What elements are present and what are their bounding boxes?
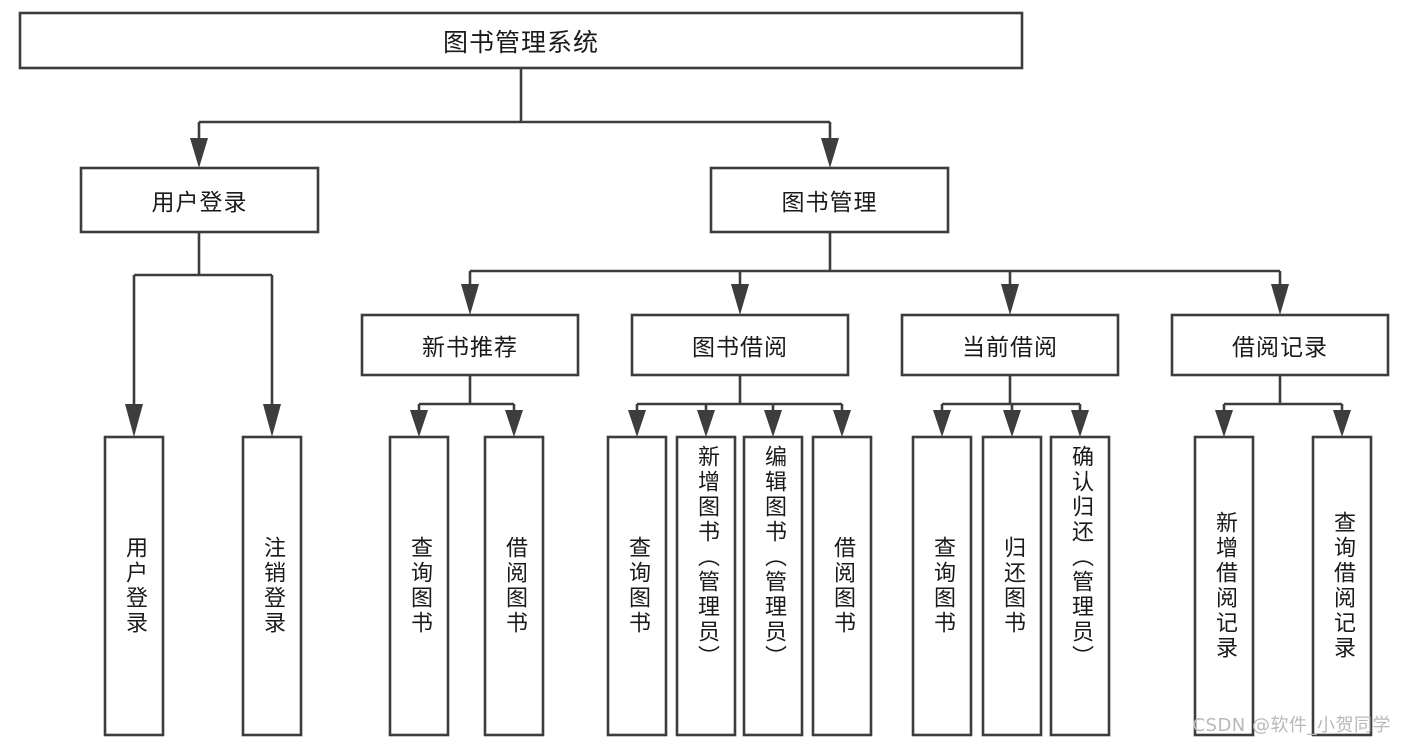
arrow-head-userlogin-leaf-1: [125, 404, 143, 437]
node-leaf-logout[interactable]: [241, 435, 303, 737]
node-book-borrow[interactable]: [630, 313, 850, 377]
connector-group-borrowrecord-to-leaves: [1215, 375, 1351, 437]
node-leaf-add-book-admin[interactable]: [675, 435, 737, 737]
node-leaf-edit-book-admin[interactable]: [742, 435, 804, 737]
arrow-head-borrowbook-leaf-4: [833, 410, 851, 437]
arrow-head-borrowrecord-leaf-2: [1333, 410, 1351, 437]
node-leaf-borrow-book-2[interactable]: [811, 435, 873, 737]
arrow-head-to-borrow-record: [1271, 284, 1289, 315]
arrow-head-borrowbook-leaf-3: [764, 410, 782, 437]
node-root[interactable]: [18, 11, 1024, 70]
arrow-head-to-user-login: [190, 138, 208, 168]
arrow-head-newbook-leaf-1: [410, 410, 428, 437]
node-leaf-query-borrow-record[interactable]: [1311, 435, 1373, 737]
node-leaf-query-book-1[interactable]: [388, 435, 450, 737]
arrow-head-currentborrow-leaf-2: [1003, 410, 1021, 437]
node-leaf-query-book-3[interactable]: [911, 435, 973, 737]
arrow-head-borrowbook-leaf-2: [697, 410, 715, 437]
node-leaf-confirm-return-admin[interactable]: [1049, 435, 1111, 737]
arrow-head-borrowrecord-leaf-1: [1215, 410, 1233, 437]
connector-group-bookmanage-to-level3: [461, 232, 1289, 315]
node-borrow-record[interactable]: [1170, 313, 1390, 377]
connector-group-currentborrow-to-leaves: [933, 375, 1089, 437]
arrow-head-to-book-manage: [821, 138, 839, 168]
arrow-head-currentborrow-leaf-3: [1071, 410, 1089, 437]
connector-group-borrowbook-to-leaves: [628, 375, 851, 437]
node-leaf-query-book-2[interactable]: [606, 435, 668, 737]
node-leaf-add-borrow-record[interactable]: [1193, 435, 1255, 737]
connector-group-newbook-to-leaves: [410, 375, 523, 437]
node-leaf-user-login[interactable]: [103, 435, 165, 737]
arrow-head-currentborrow-leaf-1: [933, 410, 951, 437]
arrow-head-userlogin-leaf-2: [263, 404, 281, 437]
arrow-head-newbook-leaf-2: [505, 410, 523, 437]
arrow-head-to-new-book: [461, 284, 479, 315]
connector-group-root-to-level2: [190, 68, 839, 168]
connector-group-userlogin-to-leaves: [125, 232, 281, 437]
node-user-login[interactable]: [79, 166, 320, 234]
node-new-book-recommend[interactable]: [360, 313, 580, 377]
node-leaf-return-book[interactable]: [981, 435, 1043, 737]
arrow-head-borrowbook-leaf-1: [628, 410, 646, 437]
node-current-borrow[interactable]: [900, 313, 1120, 377]
node-book-manage[interactable]: [709, 166, 950, 234]
arrow-head-to-borrow-book: [731, 284, 749, 315]
node-leaf-borrow-book-1[interactable]: [483, 435, 545, 737]
arrow-head-to-current-borrow: [1001, 284, 1019, 315]
